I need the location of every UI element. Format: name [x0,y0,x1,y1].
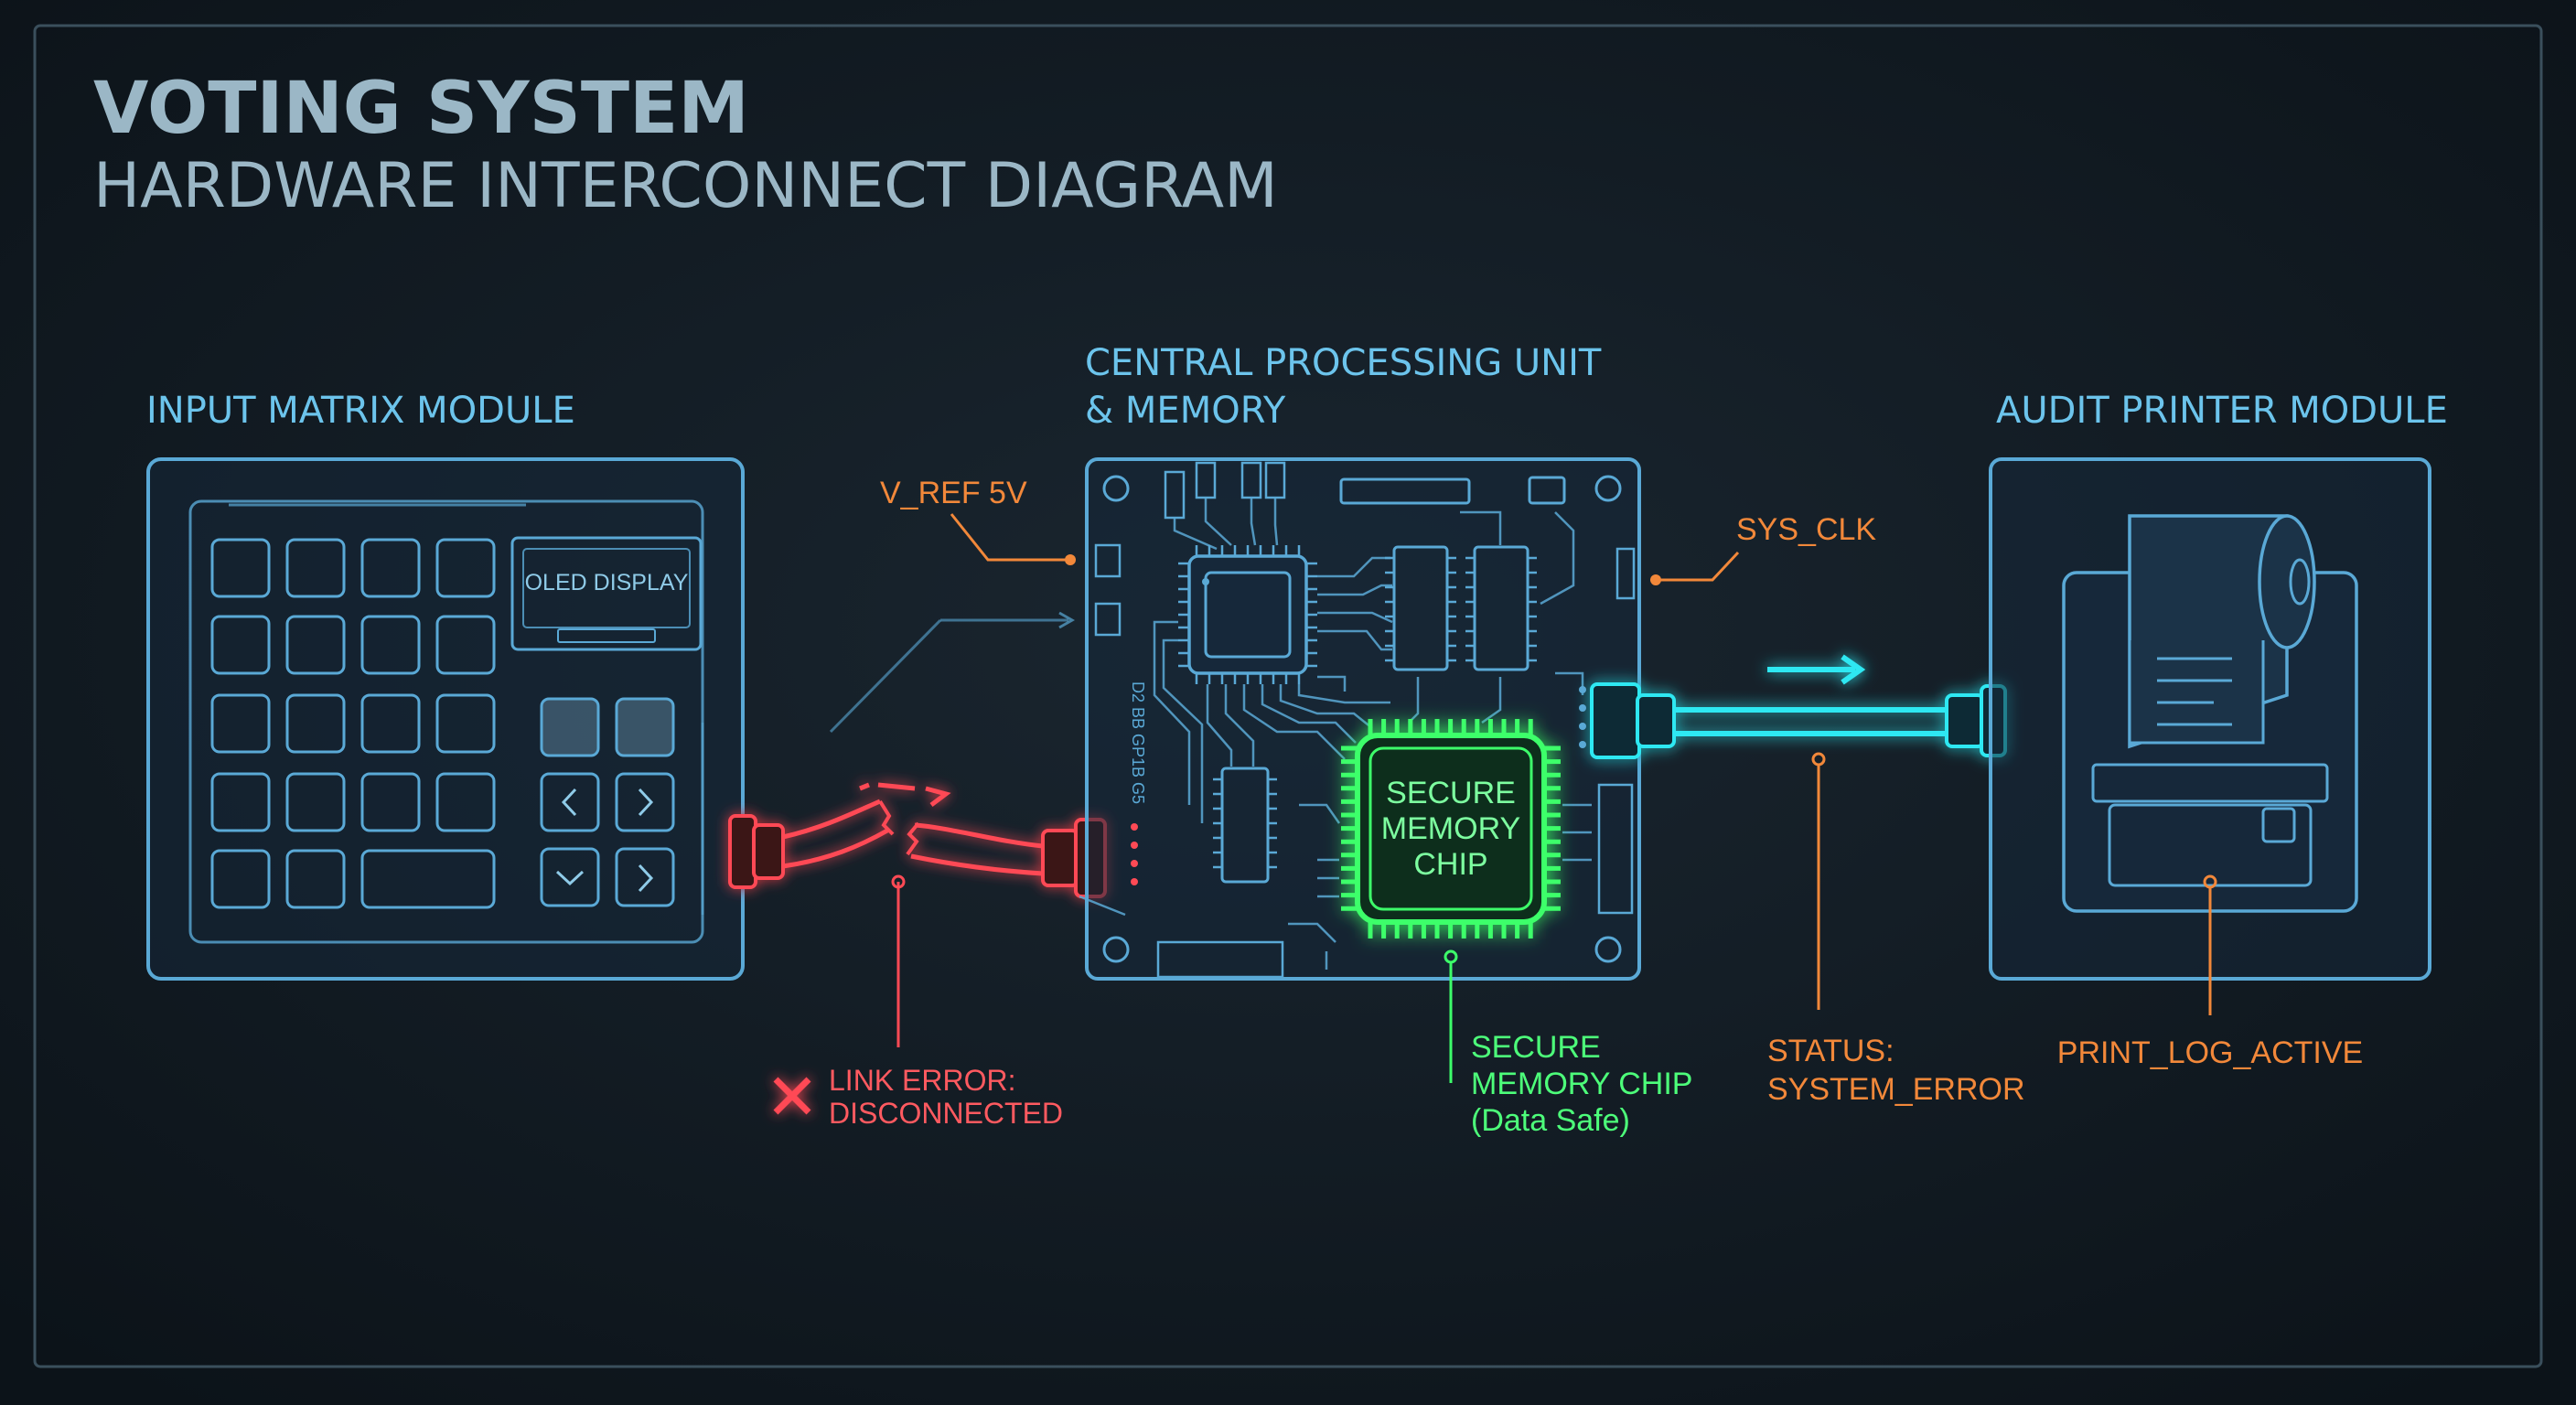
keypad-key[interactable] [285,849,346,909]
keypad-key[interactable] [435,772,496,832]
link-error-label-1: LINK ERROR: [829,1064,1015,1097]
status-annotation: STATUS: SYSTEM_ERROR [1767,752,2025,1107]
print-log-annotation: PRINT_LOG_ACTIVE [2057,874,2363,1070]
chip-text-2: MEMORY [1381,811,1520,846]
chevron-right-icon [638,863,654,893]
vref-label: V_REF 5V [880,476,1027,510]
status-label-1: STATUS: [1767,1034,1894,1068]
keypad-key[interactable] [285,693,346,754]
signal-trace [829,618,942,734]
keypad-key[interactable] [210,615,271,675]
keypad-key[interactable] [360,538,421,598]
arrow-key-left[interactable] [540,772,600,832]
keypad-key[interactable] [285,772,346,832]
keypad-wide-key[interactable] [360,849,496,909]
keypad-key[interactable] [435,615,496,675]
vref-annotation: V_REF 5V [880,476,1076,565]
print-log-label: PRINT_LOG_ACTIVE [2057,1035,2363,1070]
active-link-cable [1590,654,2007,759]
keypad-key[interactable] [210,772,271,832]
status-label-2: SYSTEM_ERROR [1767,1072,2025,1107]
sysclk-annotation: SYS_CLK [1650,512,1876,585]
input-module-inner-frame [188,499,704,944]
arrow-key-right-2[interactable] [615,847,675,907]
keypad-key[interactable] [285,538,346,598]
keypad-key[interactable] [210,693,271,754]
diagram-subtitle: HARDWARE INTERCONNECT DIAGRAM [93,150,1278,222]
keypad-key[interactable] [360,772,421,832]
secure-memory-annotation: SECURE MEMORY CHIP (Data Safe) [1444,949,1692,1138]
silkscreen-text: D2 BB GP1B G5 [1129,681,1147,804]
broken-link-cable [728,782,1107,898]
keypad-key[interactable] [435,538,496,598]
cpu-connector-pins [1131,686,1586,885]
ram-chip-2 [1473,545,1530,671]
keypad-key[interactable] [435,693,496,754]
oled-display-label: OLED DISPLAY [525,570,689,595]
cpu-module-label-1: CENTRAL PROCESSING UNIT [1085,342,1602,384]
chevron-right-icon [638,788,654,817]
audit-printer-module: AUDIT PRINTER MODULE [1989,390,2448,981]
keypad [210,538,496,909]
oled-display [510,536,703,651]
chevron-down-icon [555,870,585,886]
chip-text-3: CHIP [1413,847,1487,882]
secure-label-3: (Data Safe) [1471,1103,1630,1138]
secure-memory-chip: SECURE MEMORY CHIP [1341,719,1561,938]
link-error-annotation: LINK ERROR: DISCONNECTED [773,874,1063,1130]
chevron-left-icon [561,788,577,817]
secure-label-2: MEMORY CHIP [1471,1067,1692,1101]
keypad-key[interactable] [360,615,421,675]
keypad-key[interactable] [210,538,271,598]
diagram-title: VOTING SYSTEM [93,68,749,150]
printer-button[interactable] [2261,807,2296,843]
input-module-label: INPUT MATRIX MODULE [146,390,575,432]
cpu-module-label-2: & MEMORY [1085,390,1286,432]
cpu-module: CENTRAL PROCESSING UNIT & MEMORY D2 BB G… [1079,342,1641,981]
sysclk-label: SYS_CLK [1736,512,1876,547]
keypad-key[interactable] [360,693,421,754]
keypad-key[interactable] [285,615,346,675]
outer-frame [33,24,2543,1368]
arrow-key-down[interactable] [540,847,600,907]
secure-label-1: SECURE [1471,1030,1601,1065]
keypad-key[interactable] [210,849,271,909]
printer-module-label: AUDIT PRINTER MODULE [1996,390,2448,432]
arrow-key-right[interactable] [615,772,675,832]
link-error-label-2: DISCONNECTED [829,1097,1063,1130]
input-matrix-module: INPUT MATRIX MODULE OLED DISPLAY [146,390,745,981]
logic-chip [1220,767,1270,884]
function-key-2[interactable] [615,697,675,757]
chip-text-1: SECURE [1386,776,1516,810]
ram-chip-1 [1392,545,1449,671]
cross-icon [773,1077,811,1115]
function-key-1[interactable] [540,697,600,757]
